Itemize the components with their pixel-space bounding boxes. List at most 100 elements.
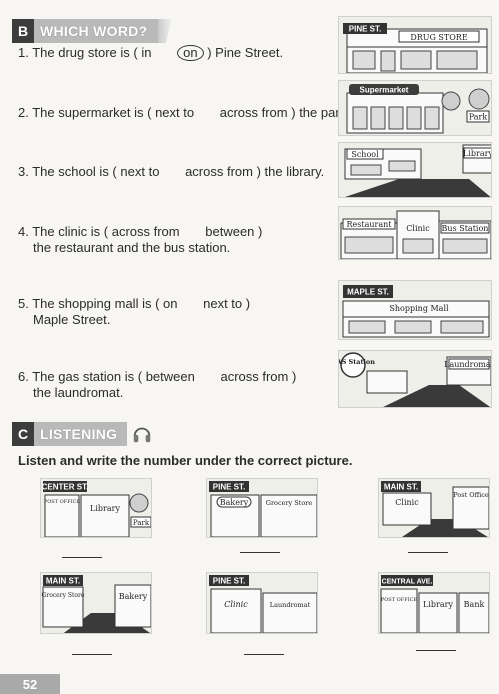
grocery-store-label: Grocery Store (266, 499, 313, 507)
listening-picture-6: CENTRAL AVE. POST OFFICE Library Bank (378, 572, 490, 634)
scene-gas-station: GAS Station Laundromat (338, 350, 492, 408)
bus-station-label: Bus Station (442, 224, 489, 233)
street-sign: CENTRAL AVE. (382, 579, 433, 586)
option-1[interactable]: across from (111, 224, 180, 239)
section-b-tail (157, 19, 172, 43)
library-label: Library (423, 600, 453, 609)
headphones-icon (134, 427, 151, 443)
question-5: 5. The shopping mall is ( on next to ) M… (18, 296, 250, 328)
option-2[interactable]: across from (185, 164, 253, 179)
question-text-line2: the restaurant and the bus station. (33, 240, 231, 255)
street-sign: PINE ST. (213, 483, 245, 492)
scene-shopping-mall: MAPLE ST. Shopping Mall (338, 280, 492, 340)
scene-supermarket: Supermarket Park (338, 80, 492, 136)
bakery-label: Bakery (220, 498, 249, 507)
question-number: 5. (18, 296, 29, 311)
street-sign: MAIN ST. (46, 577, 80, 586)
question-3: 3. The school is ( next to across from )… (18, 164, 324, 180)
street-sign: MAIN ST. (384, 483, 418, 492)
option-2[interactable]: across from (219, 105, 288, 120)
scene-clinic: Restaurant Clinic Bus Station (338, 206, 492, 260)
supermarket-label: Supermarket (360, 86, 409, 95)
question-text: The shopping mall is ( (32, 296, 160, 311)
listening-picture-1: CENTER ST. POST OFFICE Library Park (40, 478, 152, 538)
question-4: 4. The clinic is ( across from between )… (18, 224, 262, 256)
shopping-mall-label: Shopping Mall (389, 304, 449, 313)
gas-station-label: GAS Station (339, 358, 375, 366)
street-sign-maple: MAPLE ST. (347, 288, 389, 297)
question-text-end: ) the library. (256, 164, 325, 179)
library-label: Library (463, 149, 492, 158)
question-text: The drug store is ( (32, 45, 138, 60)
question-6: 6. The gas station is ( between across f… (18, 369, 296, 401)
listening-picture-4: MAIN ST. Grocery Store Bakery (40, 572, 152, 634)
answer-line-6[interactable] (416, 650, 456, 651)
answer-line-5[interactable] (244, 654, 284, 655)
school-label: School (351, 150, 379, 159)
answer-line-3[interactable] (408, 552, 448, 553)
question-number: 6. (18, 369, 29, 384)
laundromat-label: Laundromat (270, 601, 311, 609)
question-text-end: ) Pine Street. (207, 45, 284, 60)
question-text: The supermarket is ( (32, 105, 152, 120)
option-2[interactable]: between (205, 224, 255, 239)
street-sign: PINE ST. (213, 577, 245, 586)
bakery-label: Bakery (119, 592, 148, 601)
restaurant-label: Restaurant (347, 220, 393, 229)
question-text-line2: Maple Street. (33, 312, 111, 327)
scene-drug-store: DRUG STORE PINE ST. (338, 16, 492, 74)
grocery-store-label: Grocery Store (42, 592, 85, 599)
option-1[interactable]: next to (120, 164, 160, 179)
question-2: 2. The supermarket is ( next to across f… (18, 105, 350, 121)
listening-picture-2: PINE ST. Bakery Grocery Store (206, 478, 318, 538)
post-office-label: POST OFFICE (44, 499, 81, 505)
bank-label: Bank (464, 600, 485, 609)
section-c-header: C LISTENING (12, 422, 153, 446)
park-label: Park (133, 519, 150, 527)
clinic-label: Clinic (406, 224, 430, 233)
question-number: 2. (18, 105, 29, 120)
question-text: The clinic is ( (32, 224, 109, 239)
answer-line-1[interactable] (62, 557, 102, 558)
post-office-label: POST OFFICE (381, 597, 418, 603)
listening-picture-3: MAIN ST. Clinic Post Office (378, 478, 490, 538)
listening-instruction: Listen and write the number under the co… (18, 453, 353, 468)
listening-picture-5: PINE ST. Clinic Laundromat (206, 572, 318, 634)
drug-store-label: DRUG STORE (410, 33, 468, 42)
post-office-label: Post Office (453, 491, 489, 499)
street-sign-pine: PINE ST. (349, 25, 381, 34)
scene-school: School Library (338, 142, 492, 198)
page-number: 52 (0, 674, 60, 694)
option-1[interactable]: in (141, 45, 152, 60)
section-c-title: LISTENING (34, 422, 128, 446)
question-text-end: ) (245, 296, 251, 311)
answer-line-4[interactable] (72, 654, 112, 655)
option-2[interactable]: across from (220, 369, 289, 384)
section-c-letter: C (12, 422, 34, 446)
question-text: The gas station is ( (32, 369, 143, 384)
question-text-end: ) (292, 369, 297, 384)
option-1[interactable]: between (145, 369, 195, 384)
laundromat-label: Laundromat (444, 360, 492, 369)
clinic-label: Clinic (224, 600, 248, 609)
question-number: 1. (18, 45, 29, 60)
section-b-letter: B (12, 19, 34, 43)
question-1: 1. The drug store is ( in on ) Pine Stre… (18, 45, 283, 61)
question-number: 3. (18, 164, 29, 179)
section-b-title: WHICH WORD? (34, 19, 158, 43)
park-label: Park (469, 113, 488, 122)
option-2[interactable]: next to (203, 296, 243, 311)
question-number: 4. (18, 224, 29, 239)
street-sign: CENTER ST. (42, 483, 89, 492)
option-2-circled[interactable]: on (177, 45, 204, 61)
question-text-line2: the laundromat. (33, 385, 124, 400)
answer-line-2[interactable] (240, 552, 280, 553)
library-label: Library (90, 504, 120, 513)
clinic-label: Clinic (395, 498, 419, 507)
option-1[interactable]: next to (155, 105, 195, 120)
question-text-end: ) (258, 224, 263, 239)
question-text-end: ) the park. (291, 105, 350, 120)
section-b-header: B WHICH WORD? (12, 19, 172, 43)
question-text: The school is ( (32, 164, 117, 179)
option-1[interactable]: on (163, 296, 178, 311)
